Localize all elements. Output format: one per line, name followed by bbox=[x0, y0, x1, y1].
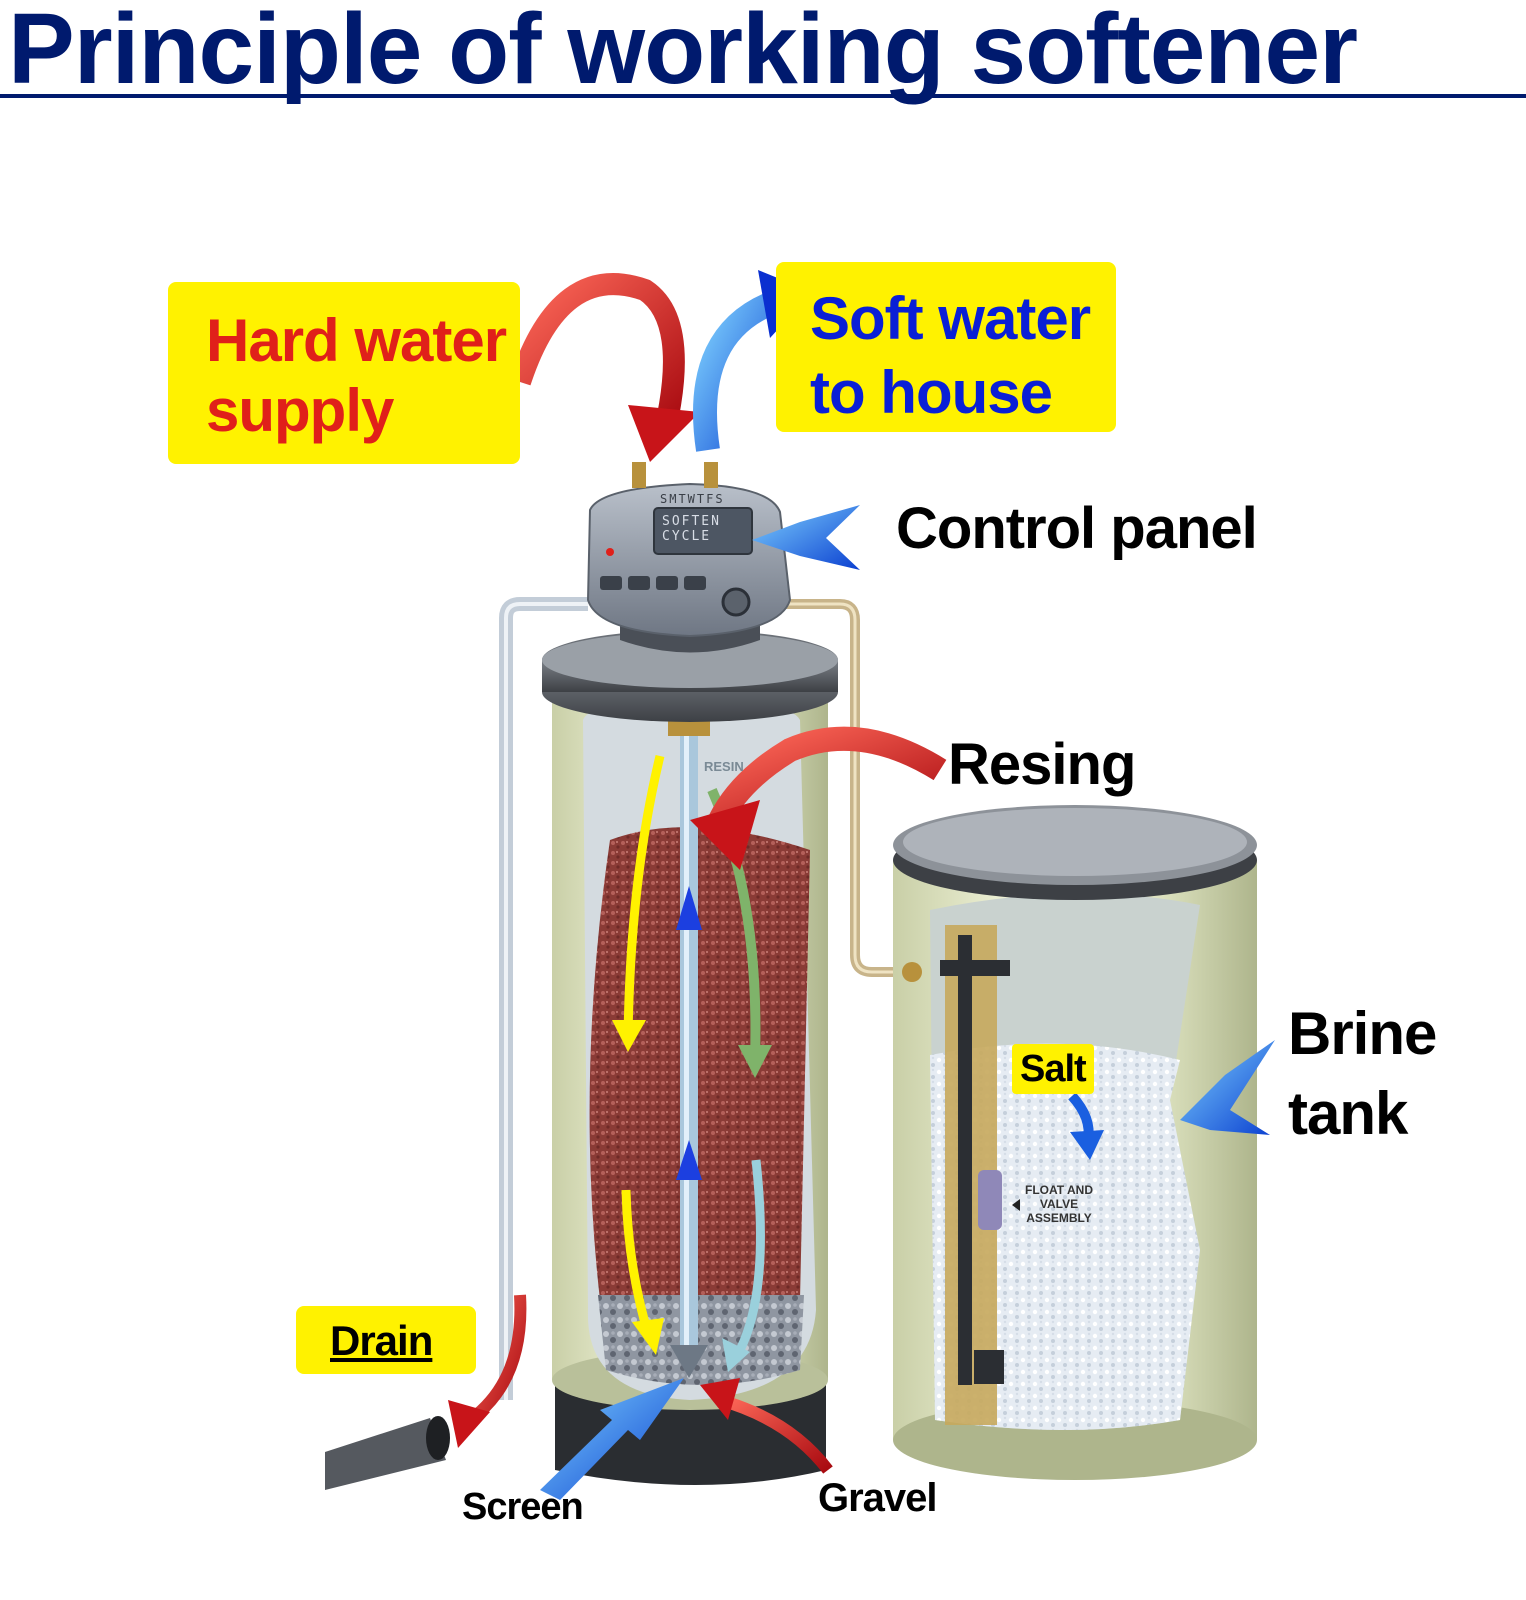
control-display: SOFTEN CYCLE bbox=[662, 514, 721, 544]
drain-label: Drain bbox=[330, 1320, 432, 1362]
soft-water-label: Soft water to house bbox=[810, 282, 1090, 430]
weekday-strip: SMTWTFS bbox=[660, 492, 725, 507]
resin-tag: RESIN bbox=[704, 760, 744, 774]
brine-tank-line-2: tank bbox=[1288, 1074, 1436, 1154]
hard-water-line-2: supply bbox=[206, 376, 506, 446]
gravel-label: Gravel bbox=[818, 1478, 937, 1518]
hard-water-line-1: Hard water bbox=[206, 306, 506, 376]
soft-water-line-2: to house bbox=[810, 356, 1090, 430]
float-caption-line-2: VALVE bbox=[1016, 1197, 1102, 1211]
brine-tank-label: Brine tank bbox=[1288, 994, 1436, 1154]
float-caption-line-3: ASSEMBLY bbox=[1016, 1211, 1102, 1225]
float-valve-caption: FLOAT AND VALVE ASSEMBLY bbox=[1016, 1183, 1102, 1225]
soft-water-line-1: Soft water bbox=[810, 282, 1090, 356]
resin-label: Resing bbox=[948, 736, 1135, 794]
screen-label: Screen bbox=[462, 1488, 583, 1526]
hard-water-label: Hard water supply bbox=[206, 306, 506, 446]
float-caption-line-1: FLOAT AND bbox=[1016, 1183, 1102, 1197]
display-line-1: SOFTEN bbox=[662, 514, 721, 529]
salt-label: Salt bbox=[1020, 1050, 1086, 1088]
display-line-2: CYCLE bbox=[662, 529, 721, 544]
control-panel-label: Control panel bbox=[896, 500, 1257, 558]
brine-tank-line-1: Brine bbox=[1288, 994, 1436, 1074]
